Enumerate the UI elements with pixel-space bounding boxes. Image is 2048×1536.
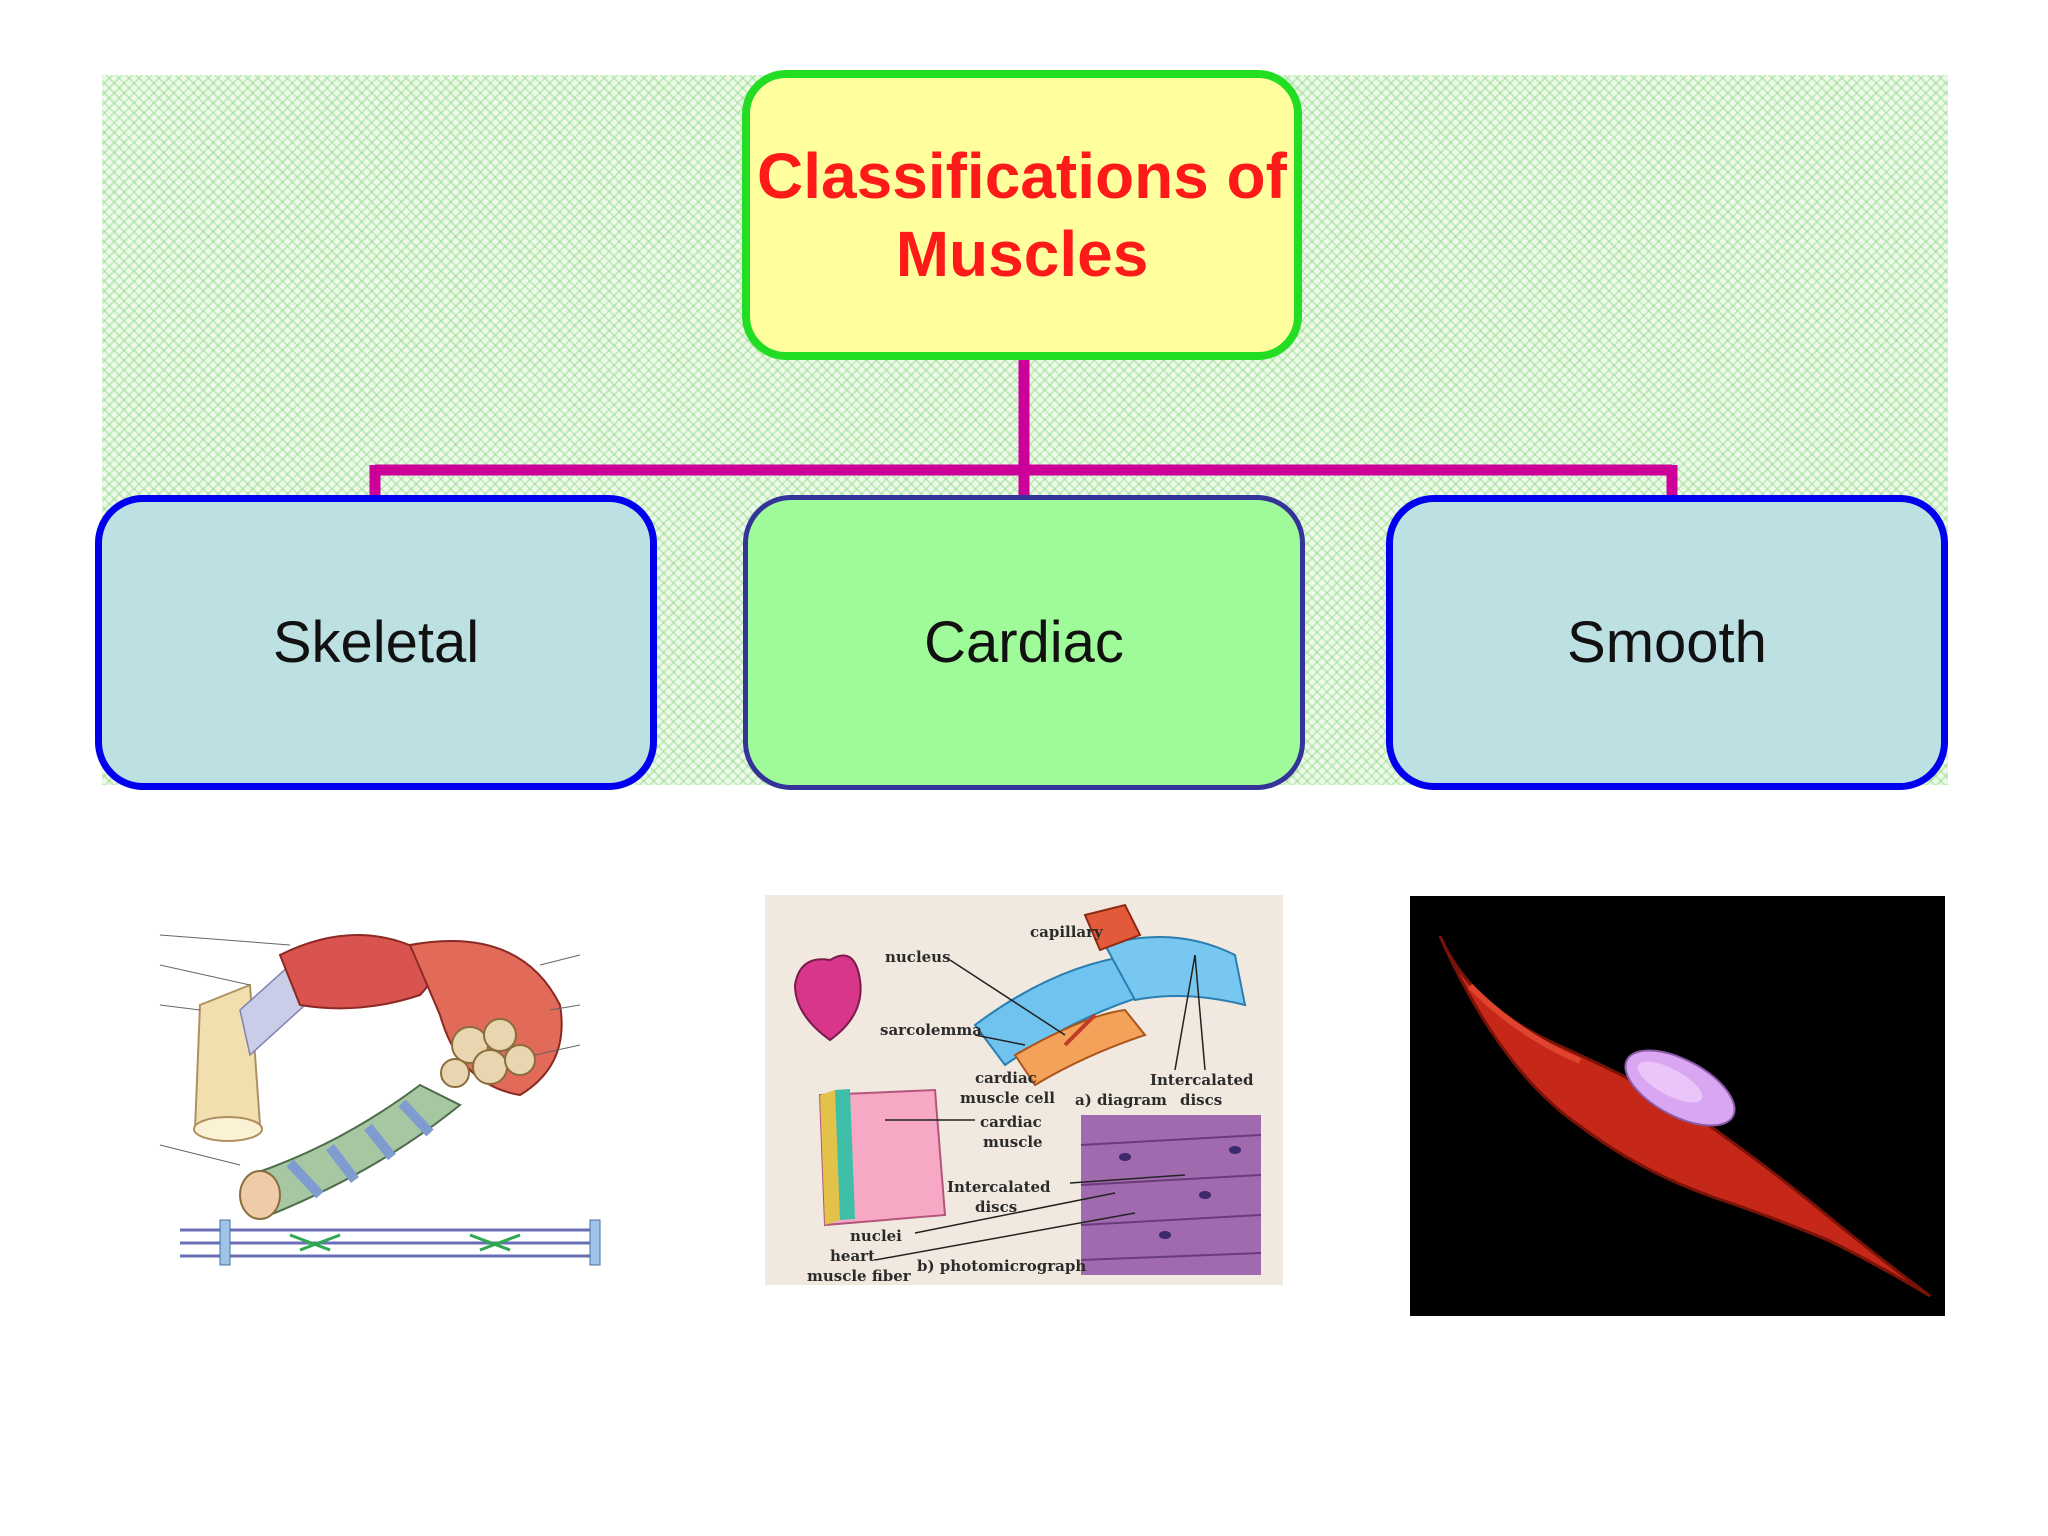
- title-text: Classifications of Muscles: [757, 137, 1287, 293]
- label-cardiac-muscle-2: muscle: [983, 1133, 1043, 1151]
- label-cardiac-muscle-1: cardiac: [980, 1113, 1042, 1131]
- cardiac-label: Cardiac: [924, 610, 1124, 675]
- label-diagram: a) diagram: [1075, 1091, 1167, 1109]
- skeletal-box: Skeletal: [95, 495, 657, 790]
- label-nucleus: nucleus: [885, 948, 951, 966]
- smooth-muscle-drawing: [1410, 896, 1945, 1316]
- label-cardiac-cell-2: muscle cell: [960, 1089, 1055, 1107]
- title-line-1: Classifications of: [757, 140, 1287, 212]
- skeletal-label: Skeletal: [272, 610, 480, 675]
- label-sarcolemma: sarcolemma: [880, 1021, 982, 1039]
- label-intercalated-lower-2: discs: [975, 1198, 1017, 1216]
- label-muscle-fiber: muscle fiber: [807, 1267, 912, 1285]
- label-nuclei: nuclei: [850, 1227, 902, 1245]
- smooth-box: Smooth: [1386, 495, 1948, 790]
- label-intercalated-lower-1: Intercalated: [947, 1178, 1051, 1196]
- label-capillary: capillary: [1030, 923, 1104, 941]
- label-heart: heart: [830, 1247, 875, 1265]
- label-photomicrograph: b) photomicrograph: [917, 1257, 1086, 1275]
- smooth-label: Smooth: [1567, 610, 1767, 675]
- cardiac-muscle-illustration: capillary nucleus sarcolemma cardiac mus…: [765, 895, 1283, 1285]
- title-line-2: Muscles: [895, 218, 1149, 290]
- skeletal-muscle-drawing: [140, 895, 650, 1280]
- label-cardiac-cell-1: cardiac: [975, 1069, 1037, 1087]
- label-intercalated-2: discs: [1180, 1091, 1222, 1109]
- smooth-muscle-illustration: [1410, 896, 1945, 1316]
- skeletal-muscle-illustration: [140, 895, 650, 1280]
- title-box: Classifications of Muscles: [742, 70, 1302, 360]
- cardiac-muscle-drawing: capillary nucleus sarcolemma cardiac mus…: [765, 895, 1283, 1285]
- cardiac-box: Cardiac: [743, 495, 1305, 790]
- label-intercalated-1: Intercalated: [1150, 1071, 1254, 1089]
